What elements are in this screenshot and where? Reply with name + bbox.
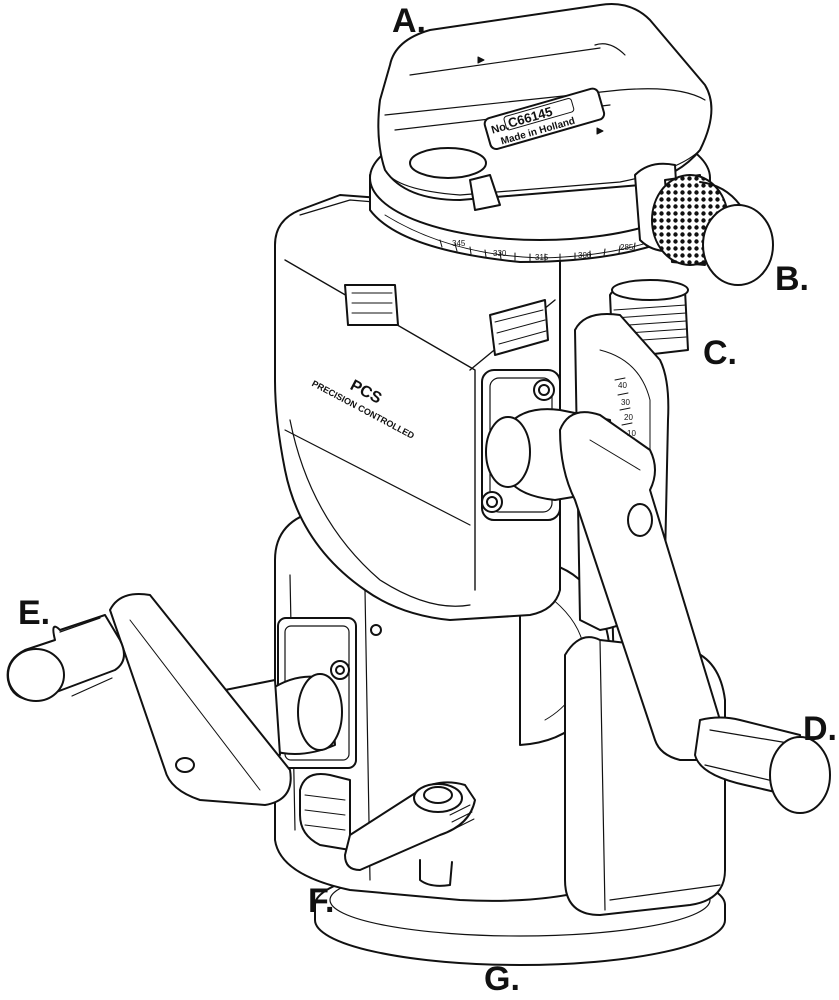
tilt-scale-label: 40: [618, 381, 627, 390]
pan-scale-label: 285: [620, 243, 634, 252]
callout-d: D.: [803, 710, 837, 748]
quick-release-plate: [377, 3, 713, 211]
pan-scale-label: 300: [578, 251, 592, 260]
callout-e: E.: [18, 594, 51, 632]
crank-handle-e: [6, 593, 343, 806]
pan-scale-ticks: [439, 238, 651, 262]
pan-scale-labels: 345 330 315 300 285: [452, 239, 634, 262]
plate-serial-prefix: No.: [490, 120, 510, 136]
knurled-knob-b: [634, 162, 774, 286]
pan-scale-label: 345: [452, 239, 466, 248]
pan-scale-label: 315: [535, 253, 549, 262]
tilt-scale-label: 30: [621, 398, 630, 407]
lock-lever-f: [299, 773, 476, 887]
callout-f: F.: [308, 882, 335, 920]
callout-a: A.: [392, 2, 426, 40]
tilt-scale-label: 20: [624, 413, 633, 422]
callout-c: C.: [703, 334, 737, 372]
tilt-scale-label: 10: [627, 429, 636, 438]
callout-b: B.: [775, 260, 809, 298]
callout-g: G.: [484, 960, 520, 998]
pan-scale-label: 330: [493, 249, 507, 258]
lock-tabs: [344, 284, 549, 356]
crank-handle-d: [485, 408, 831, 814]
tilt-scale-labels: 40 30 20 10: [618, 381, 636, 438]
